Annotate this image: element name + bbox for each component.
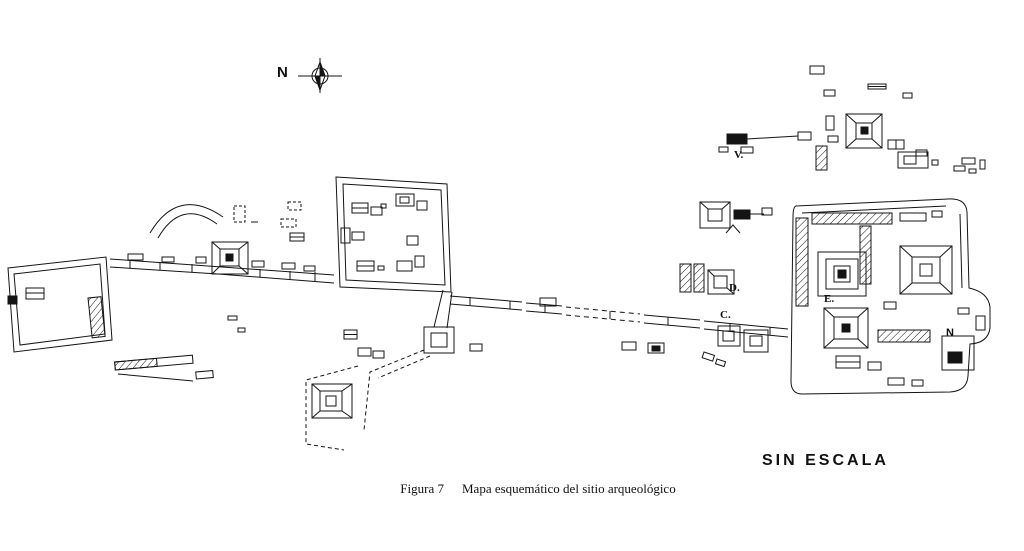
west-platform-group — [7, 256, 113, 353]
pyramid-structure-icon — [899, 245, 953, 295]
group-d-structure — [707, 269, 735, 295]
causeway-east — [449, 295, 789, 352]
figure-caption: Figura 7 Mapa esquemático del sitio arque… — [26, 481, 1024, 497]
causeway-junction-structure — [363, 289, 455, 431]
central-plaza-group — [335, 176, 452, 293]
south-pyramid-group — [305, 329, 385, 451]
structure-label-n: N — [946, 327, 954, 339]
figure-number: Figura 7 — [400, 481, 444, 496]
scale-note: SIN ESCALA — [762, 452, 889, 469]
complex-west-annex — [699, 201, 773, 234]
group-v-structure — [718, 131, 812, 154]
northeast-scatter-structures — [718, 65, 986, 174]
pyramid-structure-icon — [211, 241, 249, 275]
structure-label-v: V. — [734, 149, 744, 161]
structure-label-d: D. — [729, 282, 740, 294]
group-e-courtyard — [817, 251, 867, 297]
causeway-west — [109, 241, 335, 284]
southwest-long-platform — [114, 354, 214, 382]
structure-label-c: C. — [720, 309, 731, 321]
group-n-structure — [941, 335, 975, 371]
group-c-structures — [717, 325, 769, 353]
pyramid-structure-icon — [823, 307, 869, 349]
compass-rose-icon — [298, 58, 342, 93]
minor-structures-center — [227, 201, 305, 333]
east-complex-group — [647, 198, 991, 395]
pyramid-structure-icon — [845, 113, 883, 149]
arc-feature — [149, 204, 224, 239]
north-label: N — [277, 64, 288, 81]
structure-label-e: E. — [824, 293, 835, 305]
figure-title: Mapa esquemático del sitio arqueológico — [461, 481, 676, 496]
